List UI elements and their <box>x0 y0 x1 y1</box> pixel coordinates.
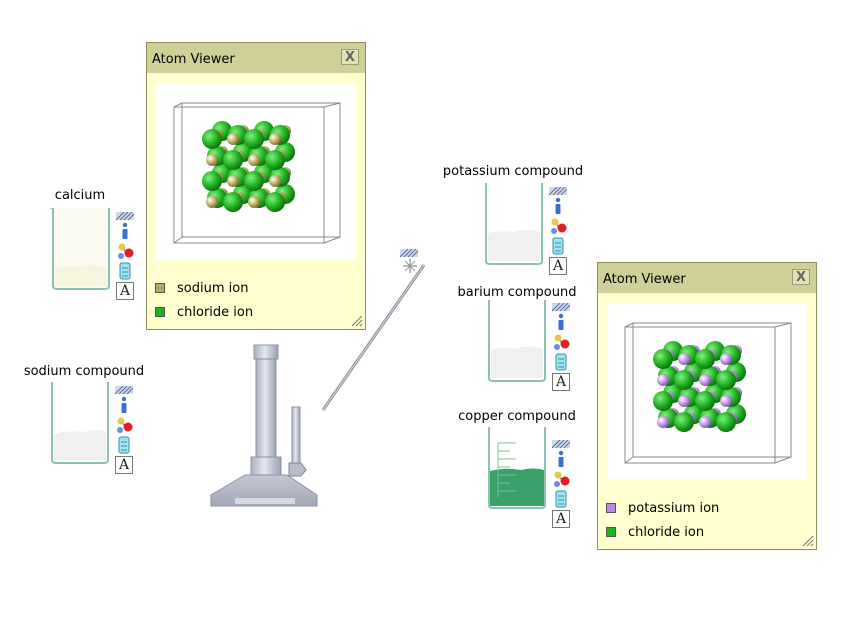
stripes-handle-icon[interactable] <box>549 187 567 205</box>
toolbar-sodium: A <box>115 386 135 476</box>
text-tool-icon[interactable]: A <box>115 456 133 474</box>
atom-viewer-sodium[interactable]: Atom Viewer X sodium ion chloride ion <box>146 42 366 330</box>
atom-viewer-icon[interactable] <box>552 333 570 351</box>
legend-swatch-sodium <box>155 283 165 293</box>
measure-icon[interactable] <box>549 237 567 255</box>
legend-label: chloride ion <box>177 305 254 320</box>
crystal-lattice-potassium <box>624 322 792 464</box>
measure-icon[interactable] <box>115 436 133 454</box>
toolbar-copper: A <box>552 440 572 530</box>
beaker-label-barium: barium compound <box>457 285 577 300</box>
legend-swatch-chloride <box>155 307 165 317</box>
beaker-label-sodium: sodium compound <box>23 364 145 379</box>
measure-icon[interactable] <box>552 490 570 508</box>
sparkle-icon <box>403 259 417 273</box>
beaker-label-calcium: calcium <box>54 188 106 203</box>
beaker-label-potassium: potassium compound <box>442 164 584 179</box>
bunsen-burner[interactable] <box>205 340 325 510</box>
legend-label: chloride ion <box>628 525 705 540</box>
close-button[interactable]: X <box>792 269 810 285</box>
info-icon[interactable] <box>552 450 570 468</box>
info-icon[interactable] <box>552 313 570 331</box>
info-icon[interactable] <box>549 197 567 215</box>
crystal-lattice-sodium <box>173 102 341 244</box>
toolbar-calcium: A <box>116 212 136 302</box>
beaker-barium[interactable] <box>486 300 548 384</box>
viewer-titlebar[interactable] <box>147 43 365 73</box>
measure-icon[interactable] <box>552 353 570 371</box>
legend-swatch-potassium <box>606 503 616 513</box>
info-icon[interactable] <box>116 222 134 240</box>
toolbar-potassium: A <box>549 187 569 277</box>
viewer-title: Atom Viewer <box>152 52 235 67</box>
text-tool-icon[interactable]: A <box>116 282 134 300</box>
legend-swatch-chloride <box>606 527 616 537</box>
atom-viewer-potassium[interactable]: Atom Viewer X potassium ion chloride ion <box>597 262 817 550</box>
stripes-handle-icon[interactable] <box>116 212 134 230</box>
beaker-potassium[interactable] <box>483 183 545 267</box>
beaker-label-copper: copper compound <box>458 409 576 424</box>
resize-grip-icon[interactable] <box>351 315 363 327</box>
stripes-handle-icon[interactable] <box>552 440 570 458</box>
atom-viewer-icon[interactable] <box>116 242 134 260</box>
wire-loop-tool[interactable] <box>318 245 433 415</box>
viewer-titlebar[interactable] <box>598 263 816 293</box>
beaker-sodium[interactable] <box>49 382 111 466</box>
beaker-copper[interactable] <box>486 427 548 511</box>
legend-label: sodium ion <box>177 281 249 296</box>
atom-viewer-icon[interactable] <box>552 470 570 488</box>
atom-viewer-icon[interactable] <box>115 416 133 434</box>
text-tool-icon[interactable]: A <box>552 373 570 391</box>
info-icon[interactable] <box>115 396 133 414</box>
legend-label: potassium ion <box>628 501 720 516</box>
toolbar-barium: A <box>552 303 572 393</box>
crystal-lattice-view[interactable] <box>156 83 356 259</box>
beaker-calcium[interactable] <box>50 208 112 292</box>
stripes-handle-icon[interactable] <box>115 386 133 404</box>
measure-icon[interactable] <box>116 262 134 280</box>
atom-viewer-icon[interactable] <box>549 217 567 235</box>
text-tool-icon[interactable]: A <box>549 257 567 275</box>
viewer-title: Atom Viewer <box>603 272 686 287</box>
resize-grip-icon[interactable] <box>802 535 814 547</box>
text-tool-icon[interactable]: A <box>552 510 570 528</box>
crystal-lattice-view[interactable] <box>607 303 807 479</box>
stripes-handle-icon[interactable] <box>552 303 570 321</box>
close-button[interactable]: X <box>341 49 359 65</box>
